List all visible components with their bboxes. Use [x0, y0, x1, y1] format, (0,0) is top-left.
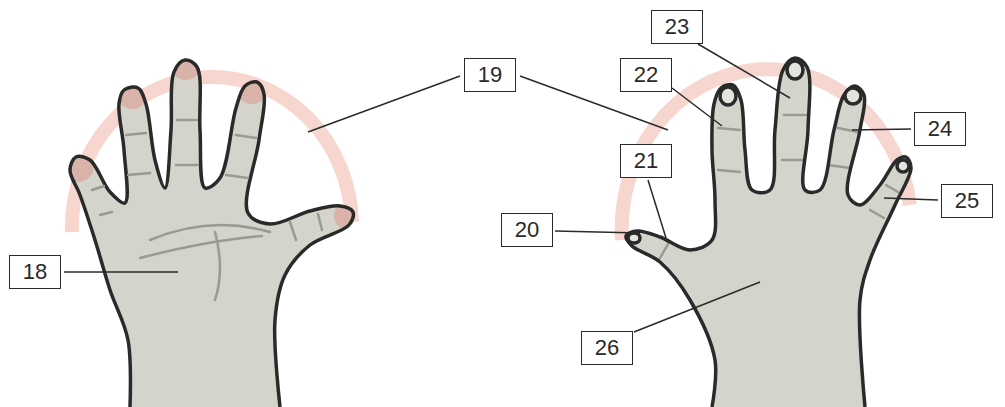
callout-number: 25: [955, 190, 979, 212]
palm-lines: [92, 120, 322, 300]
callout-box: 19: [464, 58, 516, 92]
callout-number: 18: [23, 261, 47, 283]
callout-box: 22: [620, 58, 672, 92]
leader-lines: [64, 44, 938, 332]
callout-number: 19: [478, 64, 502, 86]
callout-number: 22: [634, 64, 658, 86]
palm-hand: [70, 60, 353, 407]
callout-box: 25: [941, 184, 993, 218]
knuckle-lines: [660, 115, 898, 258]
callout-number: 23: [665, 16, 689, 38]
hand-outline: [626, 58, 911, 407]
callout-number: 21: [634, 150, 658, 172]
callout-box: 20: [501, 213, 553, 247]
callout-box: 18: [9, 255, 61, 289]
callout-box: 21: [620, 144, 672, 178]
fingertips: [62, 48, 362, 230]
hand-outline: [70, 60, 353, 407]
callout-box: 24: [914, 112, 966, 146]
callout-number: 26: [595, 337, 619, 359]
callout-number: 24: [928, 118, 952, 140]
callout-box: 26: [581, 331, 633, 365]
callout-number: 20: [515, 219, 539, 241]
callout-box: 23: [651, 10, 703, 44]
back-hand: [626, 58, 911, 407]
